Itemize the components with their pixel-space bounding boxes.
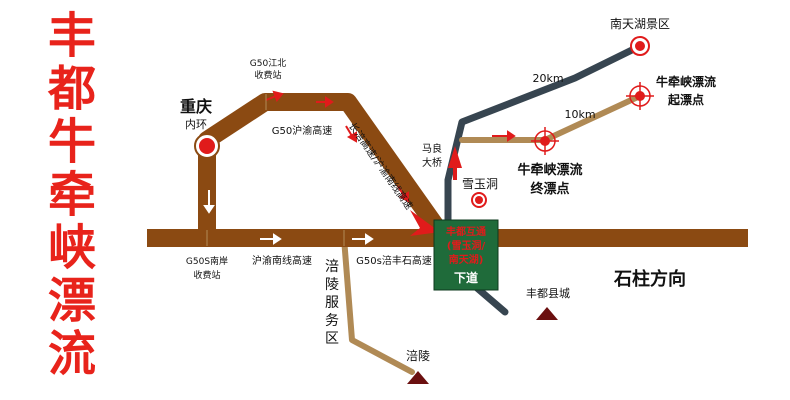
- end-point-label-2: 终漂点: [530, 181, 569, 197]
- chongqing-sub-label: 内环: [185, 117, 207, 131]
- start-point-marker: [626, 82, 654, 110]
- side-title-char: 牛: [48, 114, 96, 170]
- side-title-char: 牵: [48, 167, 96, 223]
- fengdu-mountain-icon: [536, 307, 558, 320]
- exit-box-line4: 下道: [454, 270, 478, 285]
- road-label-g50-huyu: G50沪渝高速: [272, 124, 332, 137]
- jiangbei-toll-label-2: 收费站: [254, 69, 281, 81]
- maliang-bridge-label-2: 大桥: [422, 156, 442, 169]
- exit-box-line2: (雪玉洞/: [447, 239, 486, 252]
- shizhu-label: 石柱方向: [613, 268, 686, 290]
- fengdu-county-label: 丰都县城: [526, 287, 570, 300]
- exit-box-line1: 丰都互通: [446, 225, 486, 238]
- direction-arrows-red: [265, 90, 516, 203]
- nanan-toll-label: G50S南岸: [186, 255, 228, 267]
- highway-g50: [198, 93, 449, 241]
- xueyudong-label: 雪玉洞: [462, 177, 498, 191]
- exit-arrow: [410, 210, 440, 236]
- fuling-service-char: 服: [325, 295, 339, 311]
- jiangbei-toll-label: G50江北: [250, 58, 286, 69]
- road-fuling: [341, 235, 415, 375]
- nantian-lake-marker: [630, 36, 650, 56]
- road-label-huyu-nanxian: 沪渝南线高速: [252, 254, 312, 267]
- chongqing-marker: [194, 133, 220, 159]
- end-point-label: 牛牵峡漂流: [517, 162, 582, 178]
- road-label-g50s: G50s涪丰石高速: [356, 254, 432, 267]
- fuling-service-label: 涪 陵 服 务 区: [325, 259, 339, 347]
- fuling-label: 涪陵: [406, 348, 430, 363]
- direction-arrows-white: [203, 190, 374, 245]
- toll-markers: [206, 94, 345, 246]
- fuling-service-char: 务: [325, 313, 339, 329]
- side-title-char: 漂: [48, 273, 96, 329]
- start-point-label: 牛牵峡漂流: [656, 74, 716, 89]
- exit-box-line3: 南天湖): [449, 253, 484, 266]
- side-title: 丰 都 牛 牵 峡 漂 流: [47, 8, 96, 382]
- side-title-char: 丰: [48, 8, 96, 64]
- fuling-service-char: 涪: [325, 259, 339, 275]
- end-point-marker: [531, 127, 559, 155]
- side-title-char: 都: [47, 61, 96, 117]
- nantian-lake-label: 南天湖景区: [610, 16, 670, 31]
- start-point-label-2: 起漂点: [667, 92, 704, 107]
- fuling-service-char: 区: [325, 331, 339, 347]
- side-title-char: 流: [48, 326, 96, 382]
- side-title-char: 峡: [48, 220, 96, 276]
- north-arrow-shaft: [453, 168, 457, 180]
- nanan-toll-label-2: 收费站: [193, 269, 220, 281]
- fuling-mountain-icon: [407, 371, 429, 384]
- north-arrow: [448, 146, 462, 168]
- distance-20km: 20km: [532, 72, 563, 85]
- maliang-bridge-label: 马良: [422, 142, 442, 155]
- exit-box: 丰都互通 (雪玉洞/ 南天湖) 下道: [433, 219, 499, 291]
- fuling-service-char: 陵: [325, 277, 339, 293]
- xueyudong-marker: [471, 192, 487, 208]
- chongqing-label: 重庆: [180, 97, 212, 116]
- distance-10km: 10km: [564, 108, 595, 121]
